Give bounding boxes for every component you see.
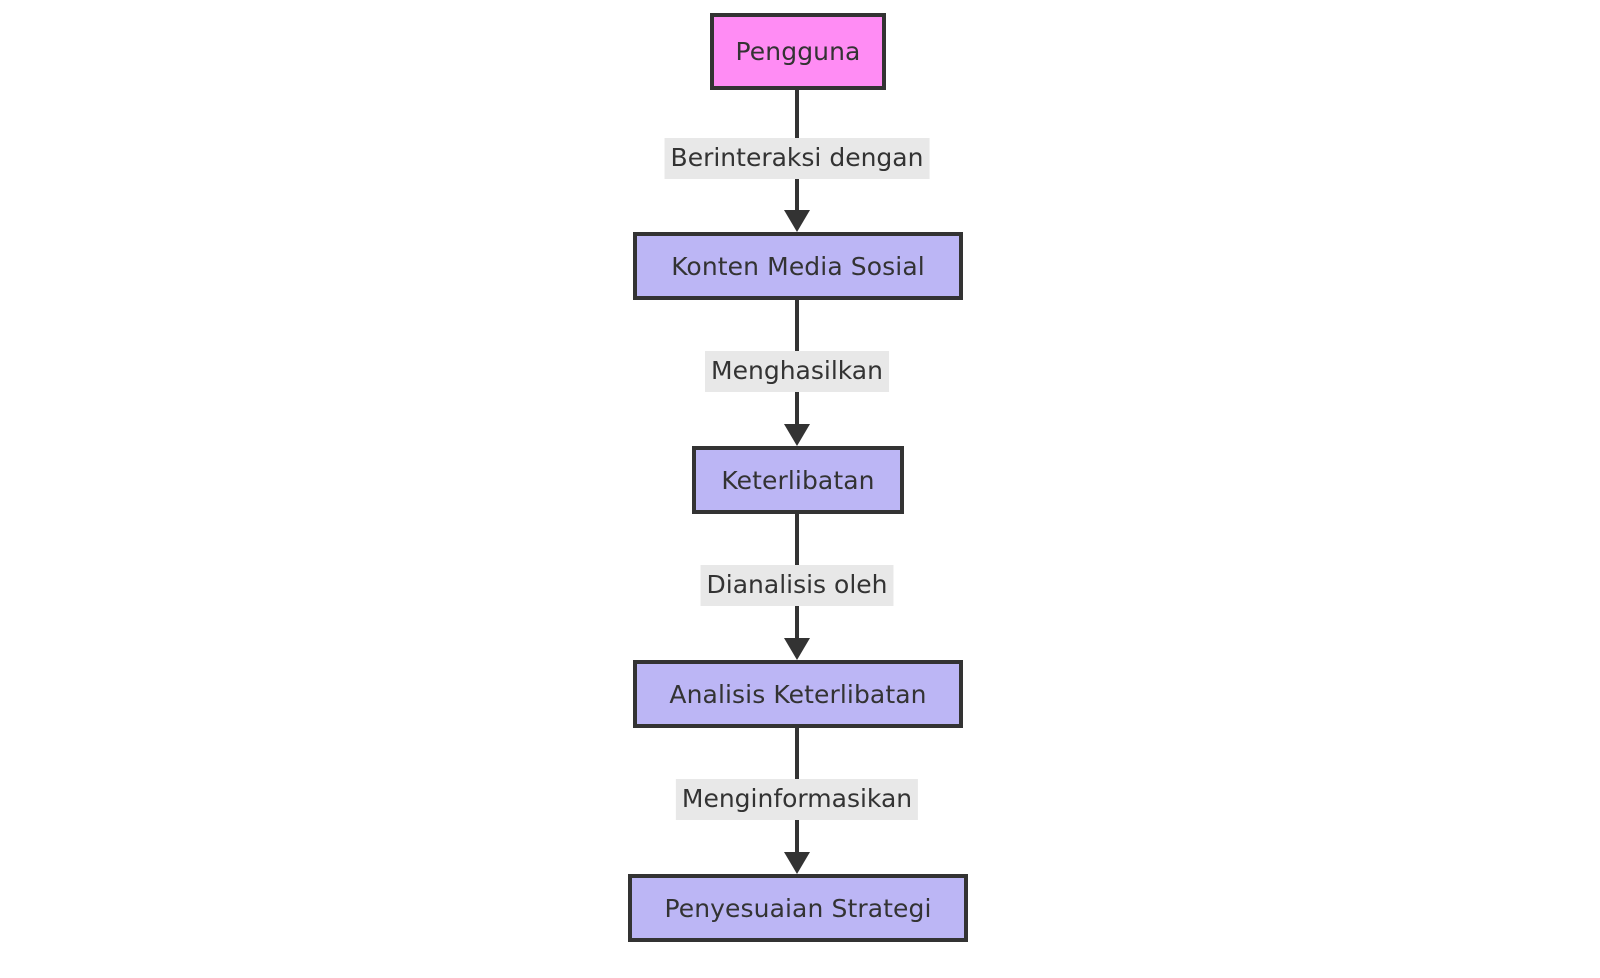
node-label-konten-media-sosial: Konten Media Sosial xyxy=(671,251,925,281)
node-label-keterlibatan: Keterlibatan xyxy=(721,465,875,495)
node-label-analisis-keterlibatan: Analisis Keterlibatan xyxy=(669,679,927,709)
node-konten-media-sosial[interactable]: Konten Media Sosial xyxy=(633,232,963,300)
node-label-pengguna: Pengguna xyxy=(735,37,861,66)
node-label-penyesuaian-strategi: Penyesuaian Strategi xyxy=(664,893,932,923)
edge-arrowhead-pengguna-to-konten-media-sosial xyxy=(784,210,810,232)
node-pengguna[interactable]: Pengguna xyxy=(710,13,886,90)
node-keterlibatan[interactable]: Keterlibatan xyxy=(692,446,904,514)
node-analisis-keterlibatan[interactable]: Analisis Keterlibatan xyxy=(633,660,963,728)
edge-arrowhead-konten-media-sosial-to-keterlibatan xyxy=(784,424,810,446)
node-penyesuaian-strategi[interactable]: Penyesuaian Strategi xyxy=(628,874,968,942)
edge-label-menginformasikan: Menginformasikan xyxy=(675,779,919,820)
edge-label-berinteraksi-dengan: Berinteraksi dengan xyxy=(664,138,930,179)
edge-label-menghasilkan: Menghasilkan xyxy=(705,351,889,392)
edge-arrowhead-keterlibatan-to-analisis-keterlibatan xyxy=(784,638,810,660)
edge-label-dianalisis-oleh: Dianalisis oleh xyxy=(700,565,894,606)
edge-arrowhead-analisis-keterlibatan-to-penyesuaian-strategi xyxy=(784,852,810,874)
